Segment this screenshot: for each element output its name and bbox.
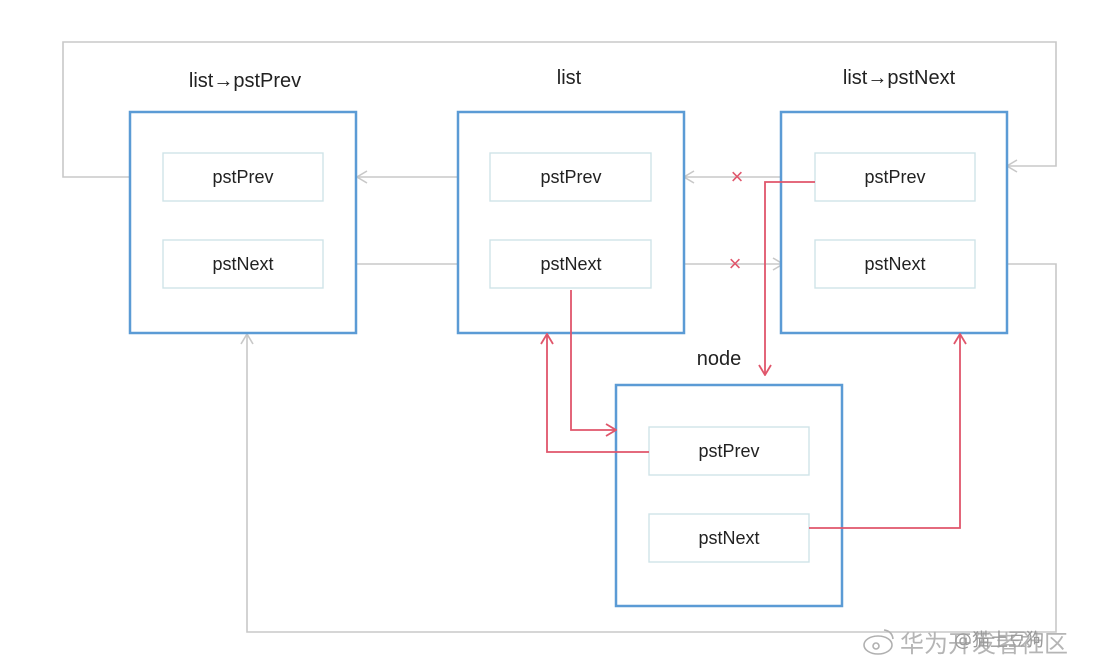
node-title-new: node — [697, 348, 742, 370]
node-title-list-prev: list→pstPrev — [189, 70, 301, 92]
field-box-list-next-next — [814, 239, 976, 289]
field-label-node-next: pstNext — [698, 528, 759, 548]
link-list-next-to-node — [570, 290, 616, 430]
link-node-prev-to-list — [547, 334, 649, 453]
removed-mark-prev: × — [731, 164, 744, 189]
field-box-node-next — [648, 513, 810, 563]
field-box-list-prev-prev — [162, 152, 324, 202]
node-title-list: list — [557, 67, 582, 89]
field-label-list-prev-next: pstNext — [212, 254, 273, 274]
link-wrap-top — [62, 41, 1057, 178]
field-box-list-next — [489, 239, 652, 289]
link-node-next-to-next — [809, 334, 960, 529]
field-label-list-next: pstNext — [540, 254, 601, 274]
node-boxes — [128, 110, 1009, 608]
field-label-list-next-next: pstNext — [864, 254, 925, 274]
watermark: 华为开发者社区 @猫土豆狗 — [863, 629, 1068, 658]
field-boxes — [162, 152, 976, 563]
node-box-list-next — [779, 110, 1009, 335]
removed-mark-next: × — [729, 251, 742, 276]
new-links — [547, 181, 960, 529]
field-box-list-prev — [489, 152, 652, 202]
node-title-list-next: list→pstNext — [843, 67, 956, 89]
field-box-list-prev-next — [162, 239, 324, 289]
watermark-community-text: 华为开发者社区 — [900, 630, 1068, 658]
link-wrap-bottom — [247, 263, 1057, 633]
field-label-list-next-prev: pstPrev — [864, 167, 925, 187]
field-label-node-prev: pstPrev — [698, 441, 759, 461]
field-label-list-prev: pstPrev — [540, 167, 601, 187]
node-box-new — [614, 383, 844, 608]
link-next-prev-to-node — [765, 181, 815, 375]
field-labels: pstPrev pstNext pstPrev pstNext pstPrev … — [212, 167, 925, 548]
weibo-logo-icon — [863, 629, 894, 655]
node-box-list-prev — [128, 110, 358, 335]
field-box-list-next-prev — [814, 152, 976, 202]
watermark-handle-text: @猫土豆狗 — [954, 630, 1044, 651]
field-box-node-prev — [648, 426, 810, 476]
field-label-list-prev-prev: pstPrev — [212, 167, 273, 187]
